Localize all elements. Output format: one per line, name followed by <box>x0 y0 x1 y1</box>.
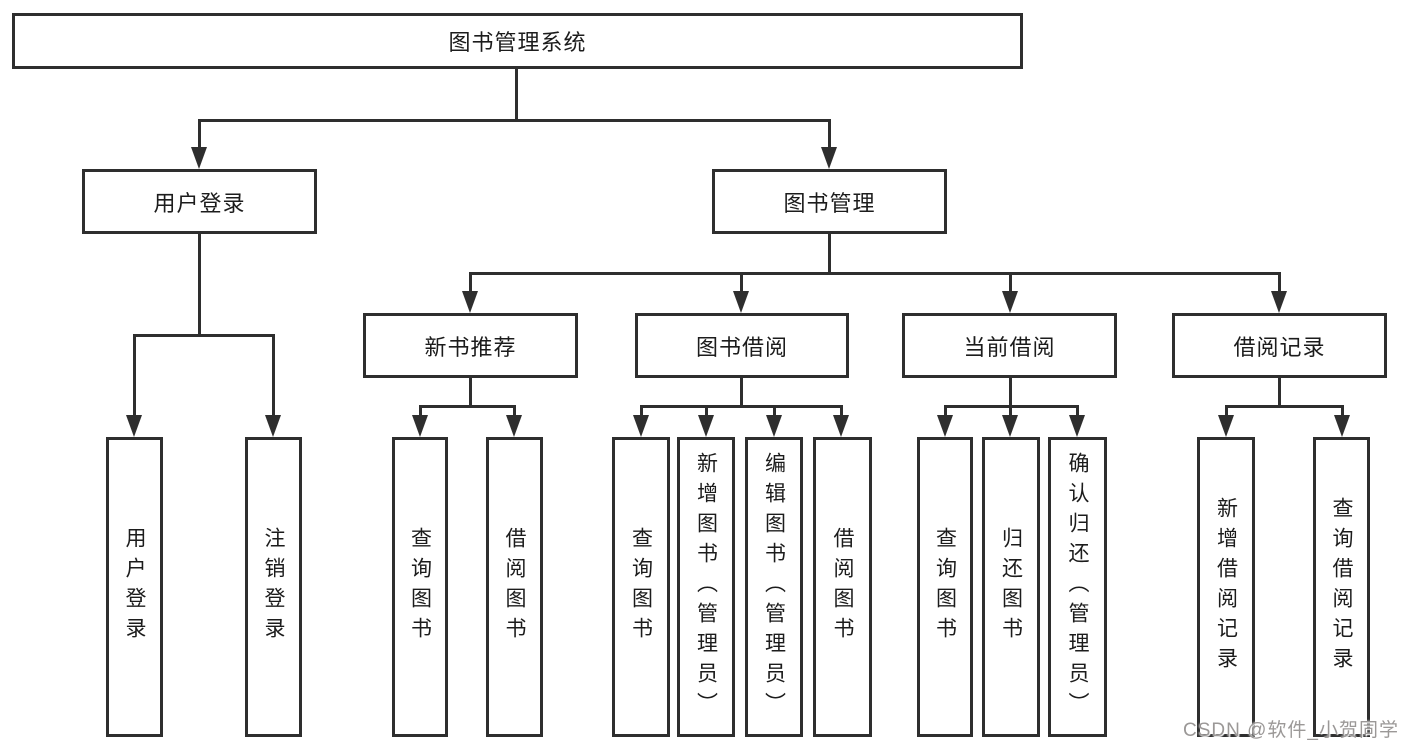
connector-line <box>840 405 843 417</box>
node-current-borrowing: 当前借阅 <box>902 313 1117 378</box>
arrow-down-icon <box>1002 415 1018 437</box>
leaf-borrow-books-recommend: 借阅图书 <box>486 437 543 737</box>
leaf-query-books-current: 查询图书 <box>917 437 973 737</box>
connector-line <box>133 334 136 416</box>
leaf-label: 查询图书 <box>629 527 653 647</box>
connector-line <box>469 272 1281 275</box>
connector-line <box>705 405 708 417</box>
connector-line <box>1009 272 1012 292</box>
leaf-label: 编辑图书（管理员） <box>762 452 786 722</box>
connector-line <box>272 334 275 416</box>
node-label: 图书借阅 <box>695 334 788 360</box>
arrow-down-icon <box>733 291 749 313</box>
connector-line <box>1009 378 1012 408</box>
arrow-down-icon <box>1002 291 1018 313</box>
leaf-label: 查询借阅记录 <box>1330 497 1353 677</box>
leaf-user-login: 用户登录 <box>106 437 163 737</box>
arrow-down-icon <box>1271 291 1287 313</box>
connector-line <box>469 272 472 292</box>
arrow-down-icon <box>191 147 207 169</box>
leaf-label: 新增借阅记录 <box>1214 497 1238 677</box>
leaf-confirm-return-admin: 确认归还（管理员） <box>1048 437 1107 737</box>
leaf-label: 用户登录 <box>123 527 146 647</box>
leaf-label: 查询图书 <box>408 527 432 647</box>
connector-line <box>198 234 201 337</box>
arrow-down-icon <box>698 415 714 437</box>
node-book-management: 图书管理 <box>712 169 947 234</box>
leaf-add-borrow-record: 新增借阅记录 <box>1197 437 1255 737</box>
arrow-down-icon <box>833 415 849 437</box>
arrow-down-icon <box>1069 415 1085 437</box>
connector-line <box>1076 405 1079 417</box>
connector-line <box>740 272 743 292</box>
leaf-edit-books-admin: 编辑图书（管理员） <box>745 437 803 737</box>
leaf-borrow-books: 借阅图书 <box>813 437 872 737</box>
node-root-system: 图书管理系统 <box>12 13 1023 69</box>
connector-line <box>419 405 516 408</box>
connector-line <box>133 334 275 337</box>
connector-line <box>740 378 743 408</box>
node-book-borrowing: 图书借阅 <box>635 313 849 378</box>
connector-line <box>419 405 422 417</box>
arrow-down-icon <box>412 415 428 437</box>
connector-line <box>1225 405 1344 408</box>
node-label: 当前借阅 <box>963 334 1056 360</box>
leaf-label: 新增图书（管理员） <box>694 452 718 722</box>
node-new-book-recommendation: 新书推荐 <box>363 313 578 378</box>
arrow-down-icon <box>462 291 478 313</box>
arrow-down-icon <box>1334 415 1350 437</box>
connector-line <box>515 69 518 122</box>
connector-line <box>469 378 472 408</box>
arrow-down-icon <box>126 415 142 437</box>
arrow-down-icon <box>766 415 782 437</box>
leaf-label: 借阅图书 <box>503 527 526 647</box>
leaf-query-books-borrowing: 查询图书 <box>612 437 670 737</box>
connector-line <box>828 119 831 149</box>
connector-line <box>513 405 516 417</box>
node-label: 图书管理 <box>783 190 876 216</box>
leaf-return-books: 归还图书 <box>982 437 1040 737</box>
node-label: 图书管理系统 <box>448 30 587 55</box>
leaf-label: 借阅图书 <box>831 527 854 647</box>
arrow-down-icon <box>265 415 281 437</box>
arrow-down-icon <box>506 415 522 437</box>
node-label: 新书推荐 <box>424 334 517 360</box>
connector-line <box>640 405 843 408</box>
connector-line <box>773 405 776 417</box>
connector-line <box>1009 405 1012 417</box>
leaf-label: 查询图书 <box>933 527 957 647</box>
leaf-add-books-admin: 新增图书（管理员） <box>677 437 735 737</box>
csdn-watermark: CSDN @软件_小贺同学 <box>1183 720 1399 741</box>
connector-line <box>1278 378 1281 408</box>
node-label: 借阅记录 <box>1233 334 1326 360</box>
node-label: 用户登录 <box>153 190 246 216</box>
leaf-label: 归还图书 <box>999 527 1023 647</box>
connector-line <box>198 119 201 149</box>
arrow-down-icon <box>633 415 649 437</box>
connector-line <box>1225 405 1228 417</box>
arrow-down-icon <box>821 147 837 169</box>
arrow-down-icon <box>937 415 953 437</box>
connector-line <box>944 405 947 417</box>
connector-line <box>1341 405 1344 417</box>
node-borrowing-records: 借阅记录 <box>1172 313 1387 378</box>
connector-line <box>1278 272 1281 292</box>
leaf-logout: 注销登录 <box>245 437 302 737</box>
leaf-label: 确认归还（管理员） <box>1066 452 1089 722</box>
connector-line <box>198 119 831 122</box>
leaf-label: 注销登录 <box>262 527 285 647</box>
connector-line <box>828 234 831 275</box>
leaf-query-books-recommend: 查询图书 <box>392 437 448 737</box>
leaf-query-borrow-record: 查询借阅记录 <box>1313 437 1370 737</box>
connector-line <box>640 405 643 417</box>
arrow-down-icon <box>1218 415 1234 437</box>
node-user-login: 用户登录 <box>82 169 317 234</box>
